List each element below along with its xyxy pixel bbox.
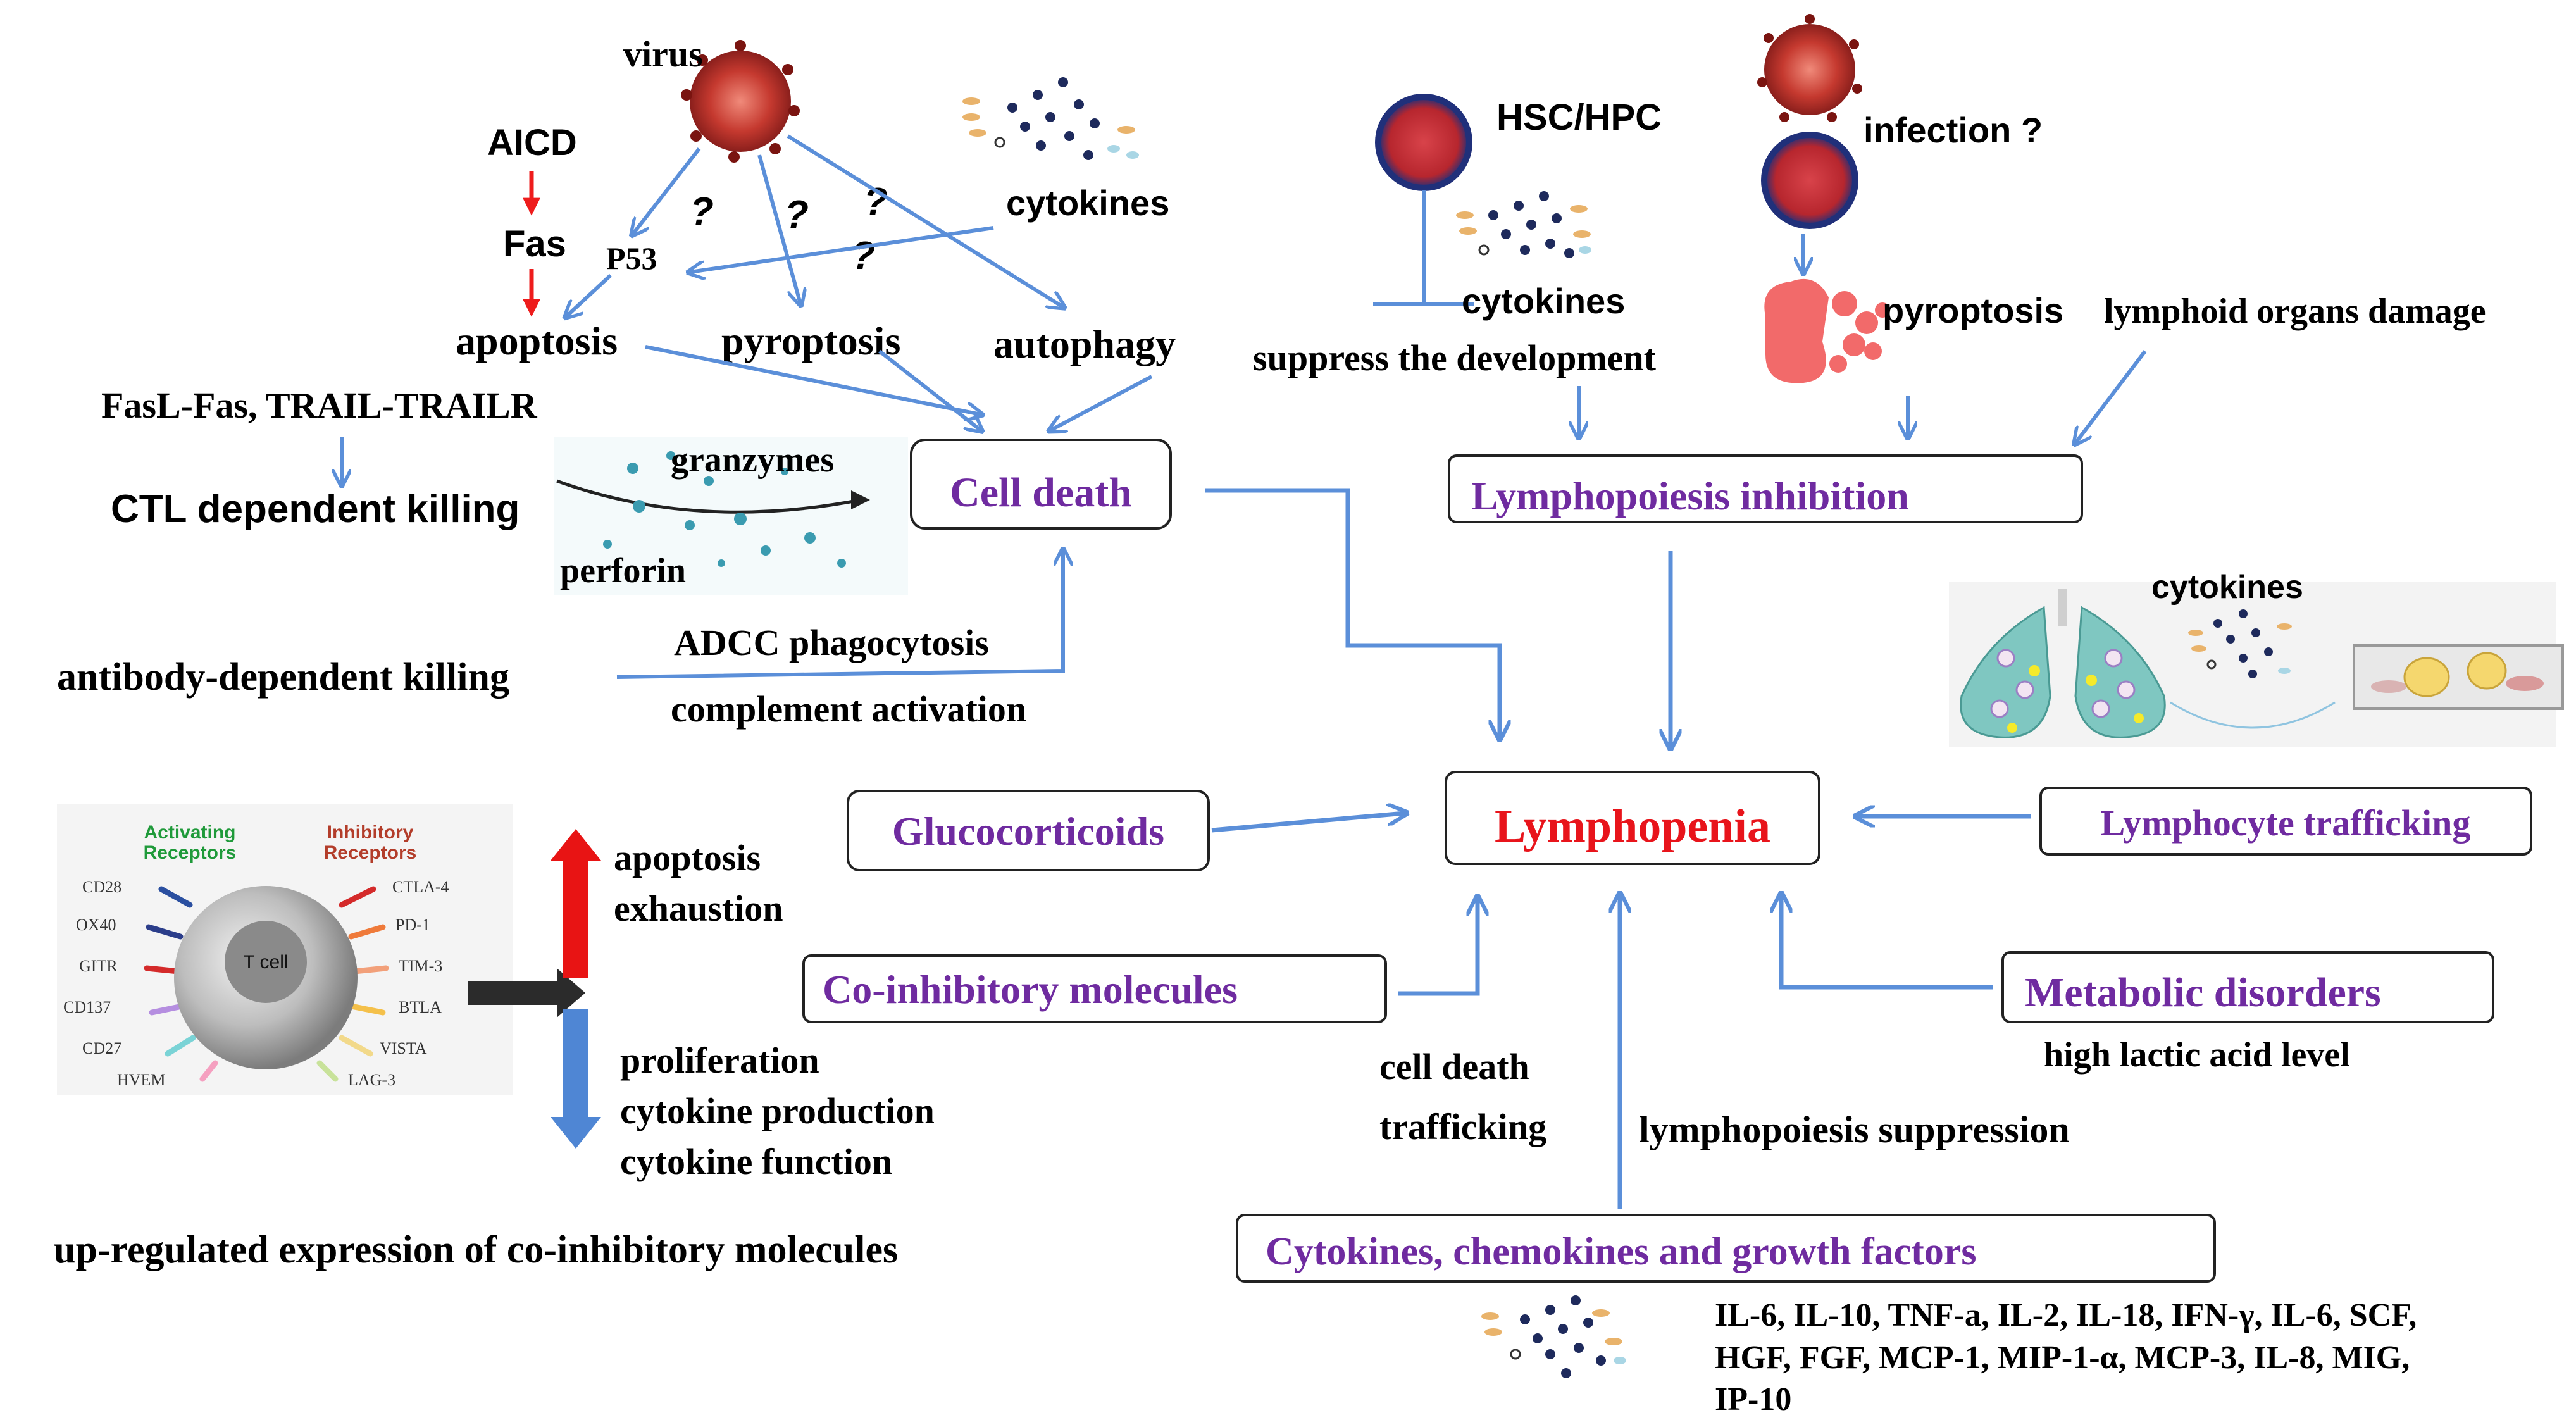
cytokine-dots-icon xyxy=(962,77,1139,160)
hsc-cell-icon xyxy=(1375,94,1472,191)
lymphocyte-trafficking-box: Lymphocyte trafficking xyxy=(2039,787,2532,856)
pyroptotic-cell-icon xyxy=(1764,278,1890,383)
hsc-inhibition-bar xyxy=(1373,190,1474,306)
co-inhibitory-box: Co-inhibitory molecules xyxy=(802,954,1387,1023)
up-red-arrow xyxy=(551,829,601,978)
activating-label-1: Activating xyxy=(144,822,235,843)
receptor-cd137: CD137 xyxy=(63,998,111,1016)
suppress-label: suppress the development xyxy=(1253,337,1657,378)
cytokine-list-line-1: IL-6, IL-10, TNF-a, IL-2, IL-18, IFN-γ, … xyxy=(1715,1297,2417,1333)
cytokines-box-label: Cytokines, chemokines and growth factors xyxy=(1266,1230,1976,1273)
cell-death-box: Cell death xyxy=(910,439,1172,530)
lymphoid-arrow xyxy=(2075,350,2147,443)
question-mark-2: ? xyxy=(785,193,809,237)
cell-death-small-label: cell death xyxy=(1379,1046,1529,1087)
receptor-vista: VISTA xyxy=(380,1039,427,1057)
co-inhibitory-label: Co-inhibitory molecules xyxy=(823,967,1238,1012)
cytokine-list-line-3: IP-10 xyxy=(1715,1381,1791,1418)
metabolic-box: Metabolic disorders xyxy=(2001,951,2494,1023)
up-exhaustion-label: exhaustion xyxy=(614,888,783,929)
inhibitory-label-1: Inhibitory xyxy=(327,822,414,843)
receptor-hvem: HVEM xyxy=(117,1071,166,1089)
down-proliferation-label: proliferation xyxy=(620,1040,819,1081)
celldeath-to-lymphopenia-arrow xyxy=(1205,488,1500,737)
blood-vessel-illustration xyxy=(2353,644,2564,710)
granzymes-label: granzymes xyxy=(671,440,834,480)
receptor-pd1: PD-1 xyxy=(395,916,430,934)
fas-label: Fas xyxy=(503,223,566,265)
infected-cell-icon xyxy=(1761,132,1858,229)
lymphopenia-box: Lymphopenia xyxy=(1445,771,1820,865)
lymphopenia-label: Lymphopenia xyxy=(1495,801,1770,852)
cytokine-list-line-2: HGF, FGF, MCP-1, MIP-1-α, MCP-3, IL-8, M… xyxy=(1715,1340,2410,1376)
glucocorticoids-arrow xyxy=(1211,813,1405,833)
lymphoid-label: lymphoid organs damage xyxy=(2104,292,2486,331)
receptor-cd27: CD27 xyxy=(82,1039,121,1057)
trafficking-small-label: trafficking xyxy=(1379,1106,1546,1147)
glucocorticoids-box: Glucocorticoids xyxy=(847,790,1210,871)
cytokines-box: Cytokines, chemokines and growth factors xyxy=(1236,1214,2216,1283)
high-lactic-label: high lactic acid level xyxy=(2044,1035,2350,1075)
aicd-label: AICD xyxy=(487,122,577,163)
receptor-ctla4: CTLA-4 xyxy=(392,878,449,896)
receptor-tim3: TIM-3 xyxy=(399,957,442,975)
tcell-label: T cell xyxy=(243,952,288,973)
hsc-label: HSC/HPC xyxy=(1496,97,1662,138)
down-blue-arrow xyxy=(551,1009,601,1149)
inhibitory-label-2: Receptors xyxy=(324,842,417,863)
metabolic-arrow xyxy=(1781,895,1993,990)
tcell-illustration: Activating Receptors Inhibitory Receptor… xyxy=(57,804,513,1095)
down-cytokine-production-label: cytokine production xyxy=(620,1090,935,1131)
lymphopoiesis-inhibition-box: Lymphopoiesis inhibition xyxy=(1448,454,2083,523)
metabolic-label: Metabolic disorders xyxy=(2025,969,2381,1016)
cytokines-label: cytokines xyxy=(1006,183,1169,223)
up-apoptosis-label: apoptosis xyxy=(614,837,761,878)
infection-label: infection ? xyxy=(1864,110,2043,150)
glucocorticoids-label: Glucocorticoids xyxy=(892,809,1164,854)
cytokines-label-2: cytokines xyxy=(1462,281,1625,321)
perforin-label: perforin xyxy=(560,551,686,590)
cell-death-label: Cell death xyxy=(950,470,1132,516)
activating-label-2: Receptors xyxy=(144,842,237,863)
co-inhibitory-arrow xyxy=(1398,899,1478,996)
tcell-caption: up-regulated expression of co-inhibitory… xyxy=(54,1228,898,1271)
adcc-label: ADCC phagocytosis xyxy=(674,622,989,663)
antibody-label: antibody-dependent killing xyxy=(57,656,509,699)
fasl-label: FasL-Fas, TRAIL-TRAILR xyxy=(101,385,538,426)
virus-icon xyxy=(681,40,800,163)
lymphocyte-trafficking-label: Lymphocyte trafficking xyxy=(2101,802,2471,844)
granzyme-perforin-illustration xyxy=(554,437,908,595)
receptor-cd28: CD28 xyxy=(82,878,121,896)
autophagy-label: autophagy xyxy=(993,321,1176,366)
receptor-gitr: GITR xyxy=(79,957,118,975)
question-mark-1: ? xyxy=(690,190,714,234)
question-mark-4: ? xyxy=(851,234,875,278)
cytokine-dots-icon-2 xyxy=(1456,191,1591,258)
pyroptosis-label: pyroptosis xyxy=(721,318,900,363)
receptor-lag3: LAG-3 xyxy=(348,1071,395,1089)
cytokine-dots-icon-4 xyxy=(1481,1295,1626,1378)
tcell-effect-arrow xyxy=(468,968,585,1018)
complement-label: complement activation xyxy=(671,689,1026,730)
antibody-to-celldeath-arrow xyxy=(616,551,1063,679)
virus-label: virus xyxy=(623,34,703,75)
cytokine-dots-icon-3 xyxy=(2170,609,2336,729)
receptor-btla: BTLA xyxy=(399,998,442,1016)
apoptosis-label: apoptosis xyxy=(456,318,618,363)
lymphopoiesis-inhibition-label: Lymphopoiesis inhibition xyxy=(1471,473,1909,518)
cytokines-label-3: cytokines xyxy=(2151,569,2303,606)
virus-pathway-arrows xyxy=(566,134,1153,430)
p53-label: P53 xyxy=(606,240,657,276)
lymphopoiesis-suppression-label: lymphopoiesis suppression xyxy=(1639,1109,2070,1150)
infection-virus-icon xyxy=(1757,14,1862,122)
down-cytokine-function-label: cytokine function xyxy=(620,1141,892,1182)
receptor-ox40: OX40 xyxy=(76,916,116,934)
ctl-label: CTL dependent killing xyxy=(111,487,520,531)
pyroptosis-label-2: pyroptosis xyxy=(1882,290,2063,330)
